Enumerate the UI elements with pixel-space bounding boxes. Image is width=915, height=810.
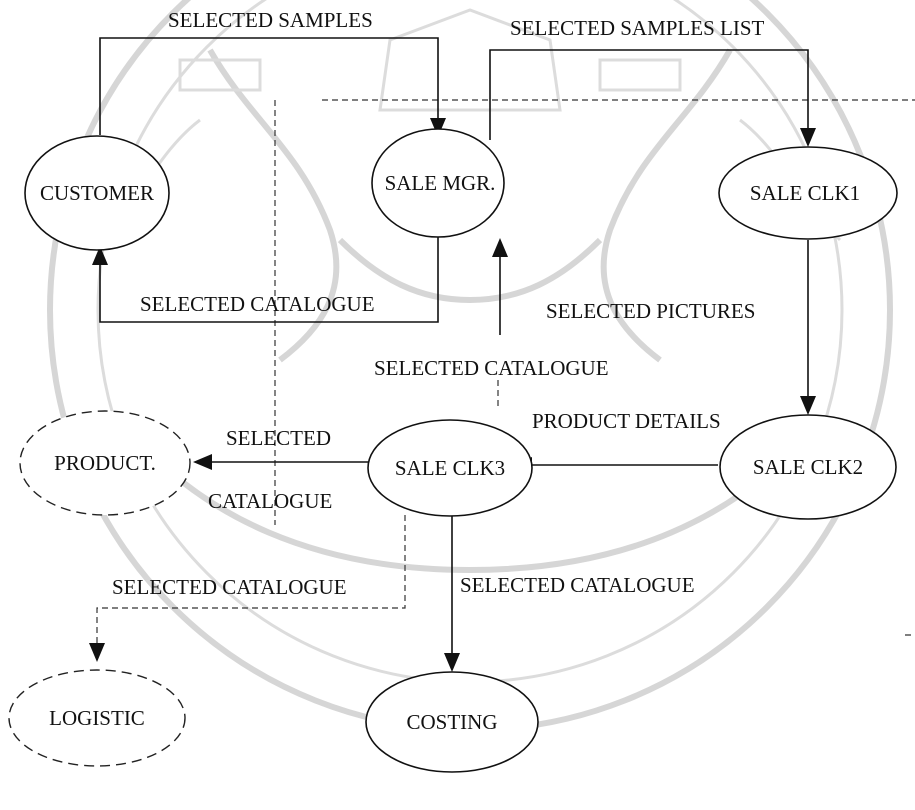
node-sale-clk1-label: SALE CLK1 (750, 181, 860, 205)
node-sale-clk3-label: SALE CLK3 (395, 456, 505, 480)
node-sale-clk2: SALE CLK2 (720, 415, 896, 519)
flow-label-selected-pictures: SELECTED PICTURES (546, 299, 755, 323)
flow-label-selected-catalogue-to-logistic: SELECTED CATALOGUE (112, 575, 347, 599)
flow-label-selected-catalogue-to-customer: SELECTED CATALOGUE (140, 292, 375, 316)
node-costing-label: COSTING (406, 710, 497, 734)
flow-label-selected: SELECTED (226, 426, 331, 450)
node-customer: CUSTOMER (25, 136, 169, 250)
node-product: PRODUCT. (20, 411, 190, 515)
flow-label-selected-samples-list: SELECTED SAMPLES LIST (510, 16, 765, 40)
edge-product-details (513, 457, 718, 473)
node-logistic: LOGISTIC (9, 670, 185, 766)
node-sale-mgr-label: SALE MGR. (385, 171, 496, 195)
edge-selected-samples (100, 38, 446, 137)
edge-selected-catalogue-to-product (193, 454, 372, 470)
node-sale-clk3: SALE CLK3 (368, 420, 532, 516)
edge-selected-catalogue-to-mgr (492, 238, 508, 335)
flow-label-selected-catalogue-to-mgr: SELECTED CATALOGUE (374, 356, 609, 380)
edge-selected-samples-list (490, 50, 816, 147)
edge-selected-catalogue-to-costing (444, 515, 460, 672)
flow-label-selected-catalogue-to-costing: SELECTED CATALOGUE (460, 573, 695, 597)
node-costing: COSTING (366, 672, 538, 772)
edge-selected-pictures (800, 240, 816, 415)
node-sale-mgr: SALE MGR. (372, 129, 504, 237)
flow-label-selected-samples: SELECTED SAMPLES (168, 8, 373, 32)
node-sale-clk1: SALE CLK1 (719, 147, 897, 239)
node-product-label: PRODUCT. (54, 451, 156, 475)
node-customer-label: CUSTOMER (40, 181, 154, 205)
node-sale-clk2-label: SALE CLK2 (753, 455, 863, 479)
node-logistic-label: LOGISTIC (49, 706, 145, 730)
flow-label-product-details: PRODUCT DETAILS (532, 409, 721, 433)
flow-label-catalogue: CATALOGUE (208, 489, 332, 513)
